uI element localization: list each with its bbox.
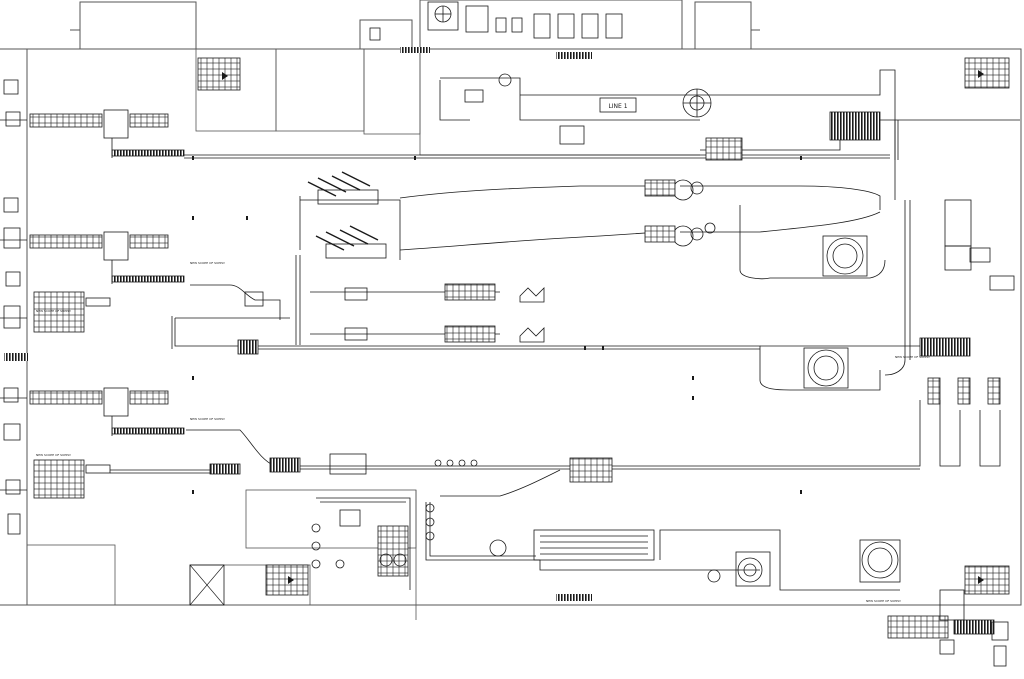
conveyor-lines [110,69,1020,591]
supply-notes: NEW SCOPE OF SUPPLY NEW SCOPE OF SUPPLY … [36,261,930,603]
stairwell-top-left [197,57,241,91]
line-1-label-box: LINE 1 [599,97,637,113]
annex-equipment [369,1,623,41]
supply-note-6: NEW SCOPE OF SUPPLY [866,599,901,603]
stairwell-bottom-left [189,564,309,606]
supply-note-2: NEW SCOPE OF SUPPLY [36,309,71,313]
column-markers [192,156,802,494]
case-conveyors [29,109,185,499]
line-1-label: LINE 1 [608,103,627,110]
stairwell-bottom-right [964,565,1010,595]
supply-note-4: NEW SCOPE OF SUPPLY [36,453,71,457]
building-outline [0,0,1022,606]
palletizer-stations [0,79,27,535]
wall-grates [4,47,592,601]
supply-note-1: NEW SCOPE OF SUPPLY [190,261,225,265]
supply-note-3: NEW SCOPE OF SUPPLY [190,417,225,421]
stairwell-top-right [964,57,1010,89]
process-equipment [209,73,1015,667]
supply-note-5: NEW SCOPE OF SUPPLY [895,355,930,359]
